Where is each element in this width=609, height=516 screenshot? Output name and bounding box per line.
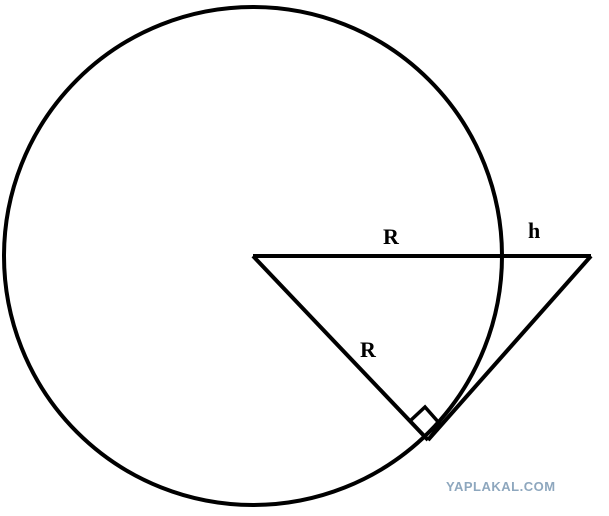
tangent-line (426, 254, 593, 442)
watermark: YAPLAKAL.COM (446, 479, 556, 494)
radius-to-tangent-line (251, 254, 430, 442)
label-h: h (528, 218, 540, 243)
right-angle-marker (408, 404, 443, 442)
label-r-horizontal: R (383, 224, 400, 249)
label-r-slanted: R (360, 337, 377, 362)
